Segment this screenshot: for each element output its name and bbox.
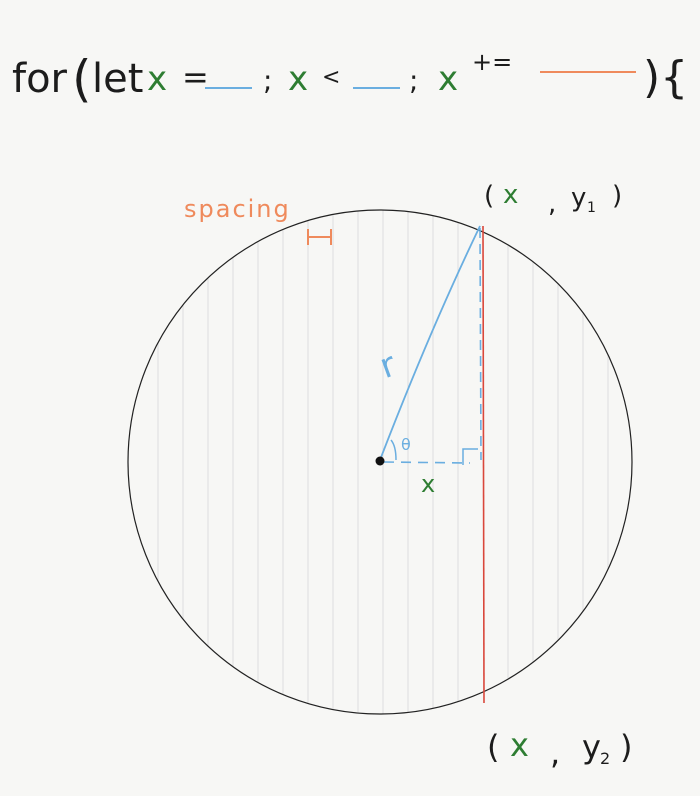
- code-let: let: [92, 56, 143, 102]
- top-close-paren: ): [612, 181, 622, 211]
- code-close-brace: ){: [643, 52, 688, 103]
- code-var-3: x: [438, 59, 458, 99]
- code-var-1: x: [147, 59, 167, 99]
- top-comma: ,: [548, 189, 556, 219]
- theta-arc: [390, 439, 397, 461]
- red-vertical-line: [482, 225, 485, 704]
- code-lt: <: [322, 65, 340, 90]
- theta-label: θ: [401, 435, 411, 454]
- center-point: [375, 456, 385, 466]
- ruled-lines: [157, 210, 609, 714]
- code-plus-eq: +=: [472, 48, 512, 76]
- top-y: y: [571, 183, 586, 213]
- bot-comma: ,: [550, 734, 560, 772]
- circle-outline: [127, 209, 633, 715]
- x-leg-dashed: [383, 461, 471, 464]
- bot-y: y: [582, 728, 601, 766]
- top-x: x: [503, 180, 518, 210]
- right-angle-mark: [462, 448, 478, 465]
- radius-line: [379, 225, 481, 461]
- bot-x: x: [510, 726, 529, 764]
- spacing-label: spacing: [184, 195, 291, 223]
- blue-dashed-line: [479, 227, 482, 461]
- spacing-bracket: [307, 229, 332, 245]
- r-label: r: [374, 345, 401, 387]
- top-open-paren: (: [484, 181, 494, 211]
- code-semi-2: ;: [409, 64, 418, 97]
- code-semi-1: ;: [263, 64, 272, 97]
- bot-open-paren: (: [487, 728, 499, 766]
- top-sub: 1: [587, 200, 596, 216]
- code-var-2: x: [288, 59, 308, 99]
- bot-sub: 2: [600, 749, 610, 768]
- code-for: for: [12, 56, 68, 102]
- x-leg-label: x: [421, 470, 435, 498]
- code-eq: =: [182, 58, 209, 96]
- code-open-paren: (: [72, 50, 92, 108]
- bot-close-paren: ): [620, 728, 632, 766]
